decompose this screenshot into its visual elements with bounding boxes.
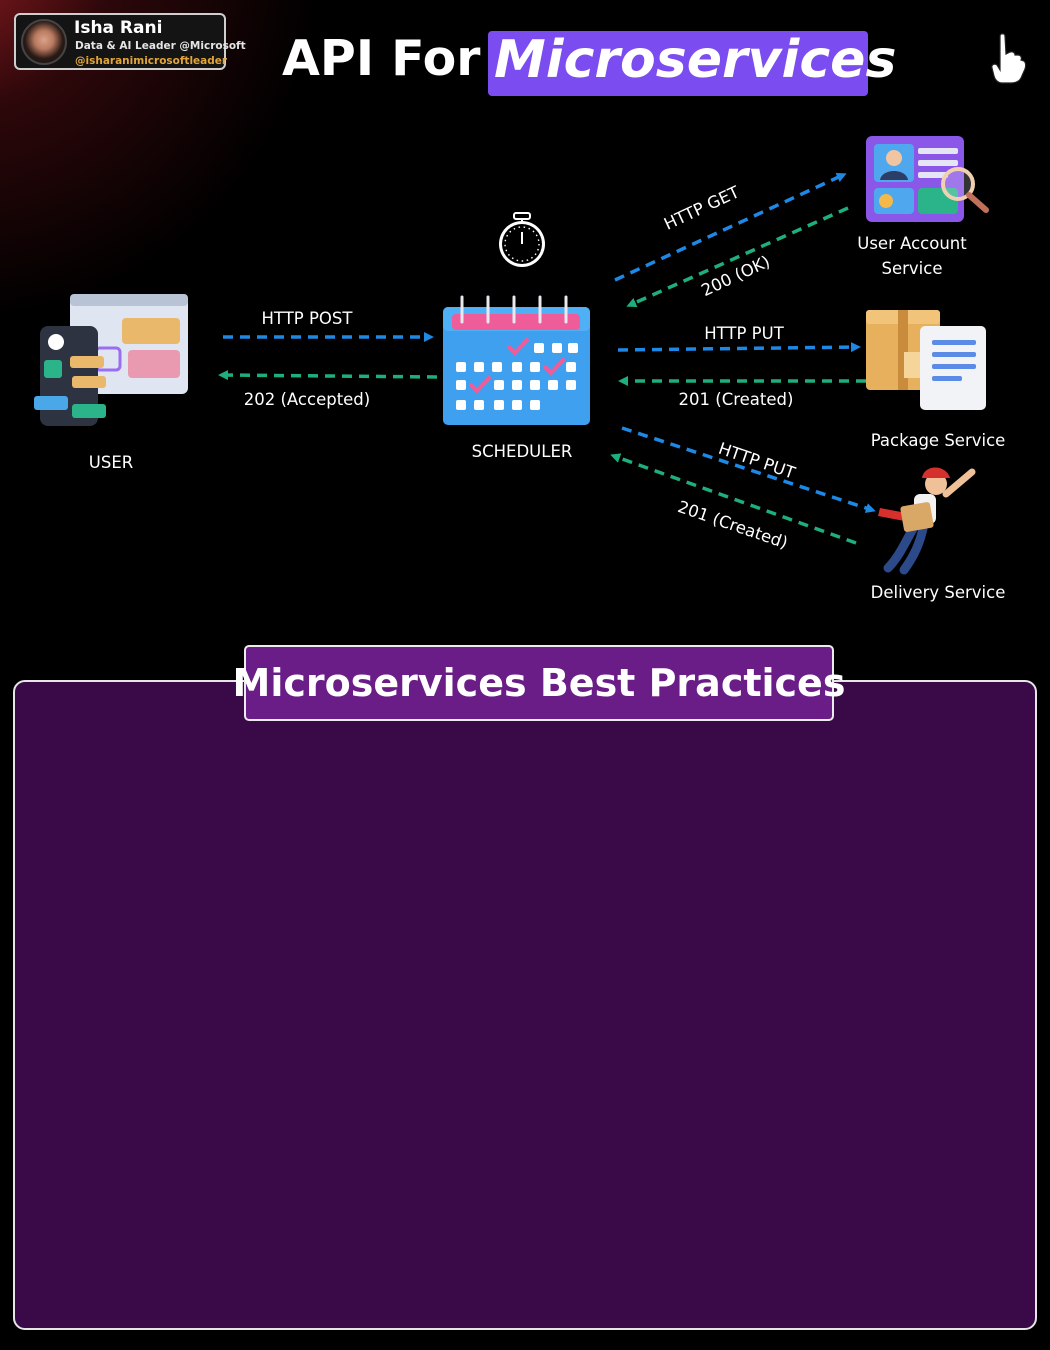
package-request-label: HTTP PUT xyxy=(704,324,784,343)
best-practices-title: Microservices Best Practices xyxy=(232,661,846,705)
account-response-arrow xyxy=(626,206,849,308)
delivery-request-arrow xyxy=(621,426,876,513)
package-request-arrow xyxy=(617,342,861,353)
scheduler-label: SCHEDULER xyxy=(472,442,573,461)
user-profile-dashboard-icon xyxy=(866,136,989,222)
user-request-label: HTTP POST xyxy=(262,309,354,328)
title-highlight-box xyxy=(488,31,868,96)
user-account-label-line1: User Account xyxy=(857,234,967,253)
delivery-response-arrow xyxy=(610,453,857,545)
stopwatch-icon xyxy=(499,212,545,267)
user-devices-icon xyxy=(34,294,188,426)
page-title: API For xyxy=(282,30,481,87)
author-avatar xyxy=(21,19,67,65)
author-name: Isha Rani xyxy=(74,18,163,38)
user-account-label-line2: Service xyxy=(882,259,943,278)
best-practices-panel xyxy=(13,680,1037,1330)
package-response-label: 201 (Created) xyxy=(679,390,794,409)
user-response-arrow xyxy=(218,370,438,381)
pointing-hand-icon xyxy=(991,33,1027,84)
calendar-icon xyxy=(443,295,590,425)
account-request-arrow xyxy=(614,172,847,282)
microservices-diagram: USER HTTP POST 202 (Accepted) SCH xyxy=(34,136,1006,602)
package-box-icon xyxy=(866,310,986,410)
delivery-request-label: HTTP PUT xyxy=(716,439,798,483)
delivery-service-label: Delivery Service xyxy=(871,583,1006,602)
author-role: Data & AI Leader @Microsoft xyxy=(75,40,246,52)
user-response-label: 202 (Accepted) xyxy=(244,390,370,409)
user-label: USER xyxy=(89,453,133,472)
best-practices-title-box: Microservices Best Practices xyxy=(233,645,845,721)
author-handle: @isharanimicrosoftleader xyxy=(75,55,228,67)
delivery-man-icon xyxy=(878,467,976,575)
package-service-label: Package Service xyxy=(871,431,1006,450)
title-highlight: Microservices xyxy=(494,30,897,90)
delivery-response-label: 201 (Created) xyxy=(675,497,790,552)
author-badge: Isha Rani Data & AI Leader @Microsoft @i… xyxy=(14,13,246,70)
